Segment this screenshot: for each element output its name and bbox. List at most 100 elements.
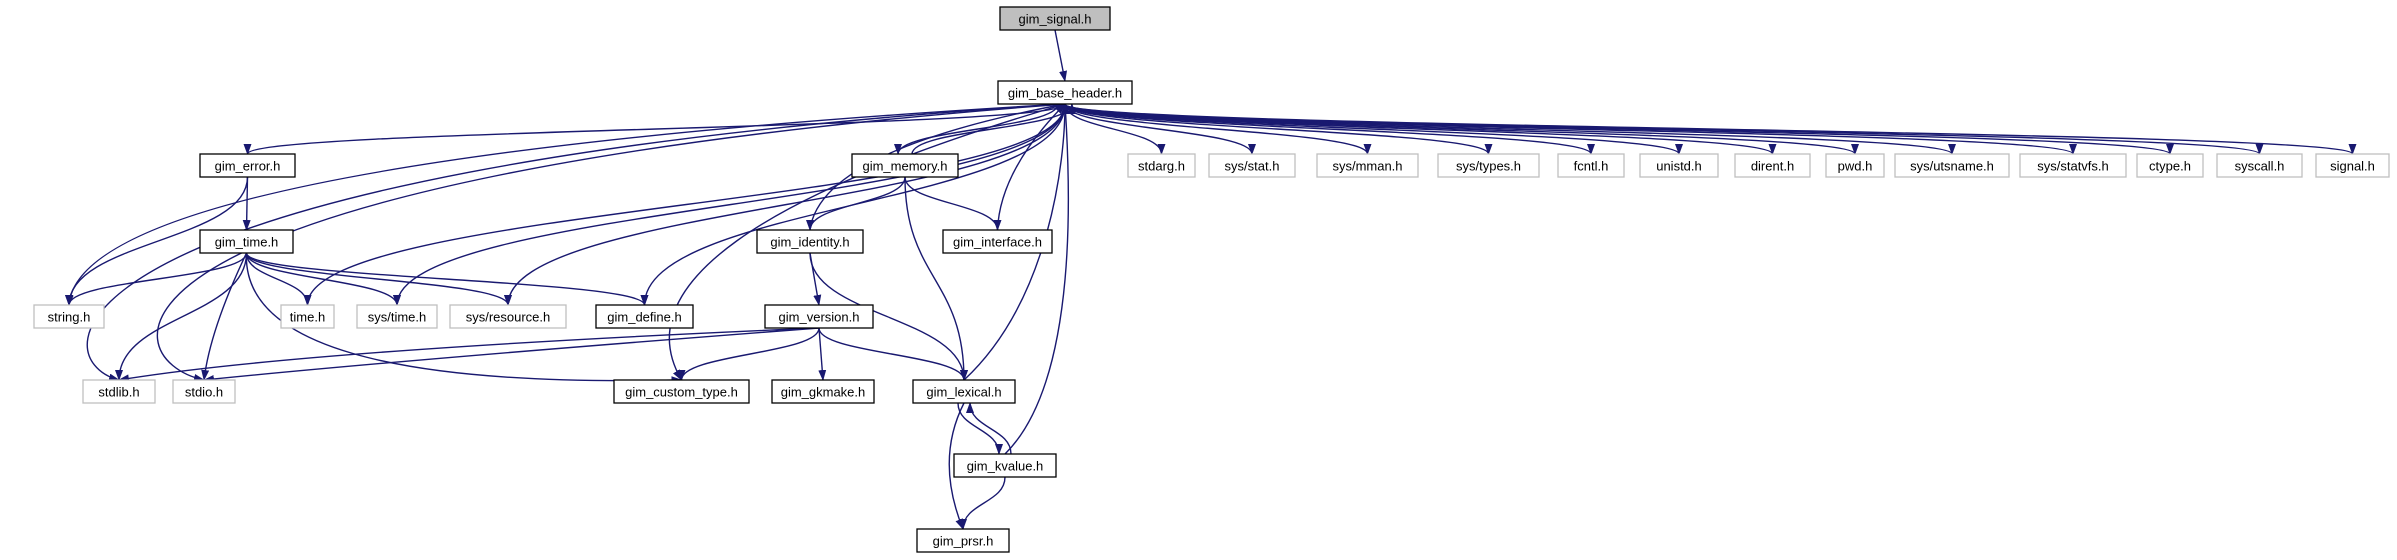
edge-arrow <box>996 103 1066 231</box>
node-box <box>33 304 105 329</box>
edge-gim-base-header-to-time <box>303 103 1066 306</box>
edge-layer <box>65 29 2356 530</box>
node-label: stdarg.h <box>1138 159 1185 174</box>
node-stdlib-h: stdlib.h <box>82 379 156 404</box>
edge-gim-base-header-to-gim-memory <box>894 103 1059 155</box>
edge-gim-base-header-to-sys-mman <box>1064 103 1372 155</box>
edge-arrow <box>245 252 649 306</box>
edge-gim-signal-to-gim-base-header <box>1054 29 1068 82</box>
node-gim-identity-h[interactable]: gim_identity.h <box>756 229 864 254</box>
edge-arrow <box>245 252 683 385</box>
node-label: time.h <box>290 310 325 325</box>
node-label: sys/utsname.h <box>1910 159 1994 174</box>
node-sys-stat-h: sys/stat.h <box>1208 153 1296 178</box>
node-unistd-h: unistd.h <box>1639 153 1719 178</box>
edge-gim-kvalue-to-gim-base-header <box>1004 103 1070 455</box>
node-dirent-h: dirent.h <box>1734 153 1811 178</box>
node-label: gim_kvalue.h <box>967 459 1044 474</box>
node-label: stdlib.h <box>98 385 139 400</box>
node-gim-gkmake-h[interactable]: gim_gkmake.h <box>771 379 875 404</box>
edge-arrow <box>86 103 1066 382</box>
node-label: gim_lexical.h <box>926 385 1001 400</box>
edge-arrow <box>156 103 1066 382</box>
node-pwd-h: pwd.h <box>1825 153 1885 178</box>
edge-arrow <box>504 103 1066 306</box>
edge-gim-version-to-stdlib <box>118 327 820 383</box>
edge-gim-memory-to-gim-interface <box>904 176 1002 231</box>
edge-arrow <box>818 327 968 381</box>
node-sys-time-h: sys/time.h <box>356 304 438 329</box>
edge-arrow <box>393 103 1066 306</box>
edge-gim-memory-to-gim-identity <box>806 176 906 231</box>
edge-gim-time-to-stdio <box>201 252 248 381</box>
edge-gim-error-to-gim-time <box>242 176 251 231</box>
edge-arrow <box>303 103 1066 306</box>
node-label: gim_error.h <box>215 159 281 174</box>
edge-gim-kvalue-to-gim-lexical <box>966 402 1012 455</box>
node-box <box>997 80 1133 105</box>
edge-arrow <box>806 176 906 231</box>
node-label: sys/mman.h <box>1332 159 1402 174</box>
node-box <box>953 453 1057 478</box>
edge-gim-base-header-to-sys-time <box>393 103 1066 306</box>
edge-gim-version-to-gim-gkmake <box>818 327 827 381</box>
node-gim-kvalue-h[interactable]: gim_kvalue.h <box>953 453 1057 478</box>
node-label: signal.h <box>2330 159 2375 174</box>
node-box <box>771 379 875 404</box>
edge-arrow <box>65 176 249 306</box>
node-gim-define-h[interactable]: gim_define.h <box>595 304 694 329</box>
node-box <box>1208 153 1296 178</box>
node-gim-time-h[interactable]: gim_time.h <box>199 229 294 254</box>
edge-gim-time-to-string <box>65 252 248 306</box>
node-box <box>999 6 1111 31</box>
edge-gim-time-to-time <box>245 252 312 306</box>
node-box <box>2136 153 2204 178</box>
node-box <box>2216 153 2303 178</box>
node-gim-signal-h[interactable]: gim_signal.h <box>999 6 1111 31</box>
edge-gim-version-to-gim-custom-type <box>677 327 820 381</box>
node-label: sys/types.h <box>1456 159 1521 174</box>
edge-arrow <box>668 103 1066 381</box>
edge-arrow <box>959 476 1006 530</box>
edge-gim-time-to-gim-define <box>245 252 649 306</box>
edge-arrow <box>203 327 820 383</box>
node-gim-base-header-h[interactable]: gim_base_header.h <box>997 80 1133 105</box>
node-gim-custom-type-h[interactable]: gim_custom_type.h <box>613 379 750 404</box>
node-gim-memory-h[interactable]: gim_memory.h <box>851 153 959 178</box>
node-fcntl-h: fcntl.h <box>1557 153 1625 178</box>
edge-arrow <box>1054 29 1068 82</box>
node-box <box>1316 153 1419 178</box>
node-stdarg-h: stdarg.h <box>1127 153 1196 178</box>
edge-arrow <box>242 176 251 231</box>
node-box <box>199 153 296 178</box>
node-time-h: time.h <box>280 304 335 329</box>
edge-arrow <box>966 402 1012 455</box>
node-gim-version-h[interactable]: gim_version.h <box>764 304 874 329</box>
node-box <box>613 379 750 404</box>
node-box <box>1437 153 1540 178</box>
node-sys-utsname-h: sys/utsname.h <box>1894 153 2010 178</box>
node-sys-mman-h: sys/mman.h <box>1316 153 1419 178</box>
node-gim-prsr-h[interactable]: gim_prsr.h <box>916 528 1010 553</box>
node-label: ctype.h <box>2149 159 2191 174</box>
node-label: gim_custom_type.h <box>625 385 738 400</box>
edge-gim-base-header-to-ctype <box>1064 103 2174 155</box>
node-gim-lexical-h[interactable]: gim_lexical.h <box>912 379 1016 404</box>
edge-arrow <box>245 252 401 306</box>
edge-arrow <box>118 327 820 383</box>
node-box <box>82 379 156 404</box>
node-label: unistd.h <box>1656 159 1702 174</box>
node-box <box>756 229 864 254</box>
node-label: gim_version.h <box>779 310 860 325</box>
node-gim-interface-h[interactable]: gim_interface.h <box>942 229 1053 254</box>
edge-gim-error-to-string <box>65 176 249 306</box>
node-box <box>356 304 438 329</box>
edge-arrow <box>65 103 1066 306</box>
node-box <box>1825 153 1885 178</box>
edge-gim-time-to-gim-custom-type <box>245 252 683 385</box>
edge-arrow <box>65 252 248 306</box>
node-string-h: string.h <box>33 304 105 329</box>
node-gim-error-h[interactable]: gim_error.h <box>199 153 296 178</box>
edge-arrow <box>201 252 248 381</box>
